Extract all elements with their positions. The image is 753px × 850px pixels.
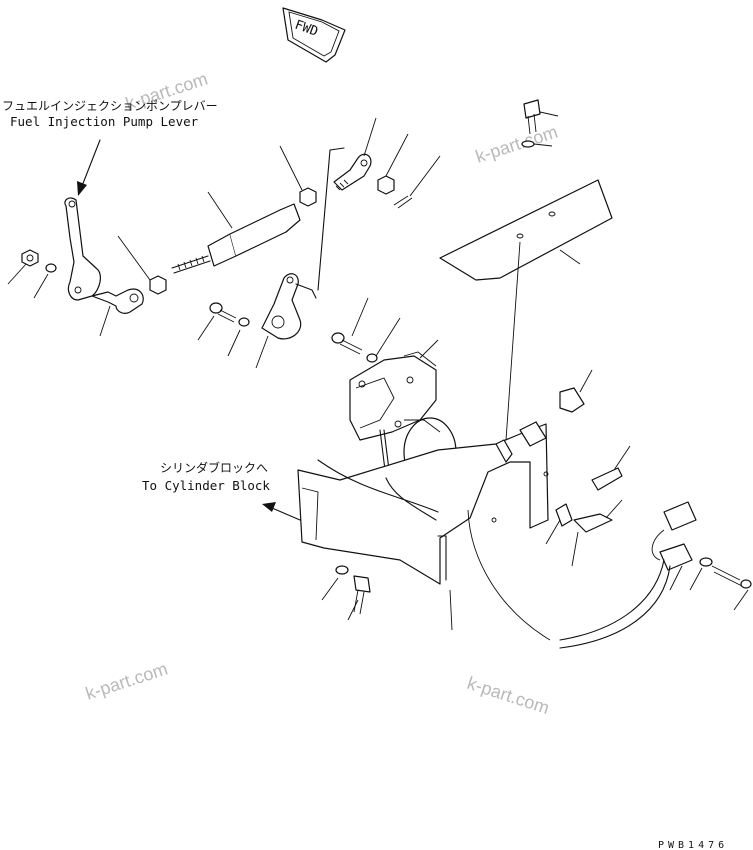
watermark-3: k-part.com (83, 659, 170, 704)
connectors (659, 501, 752, 611)
cylinder-block-label-en: To Cylinder Block (142, 478, 270, 493)
main-bracket (297, 421, 549, 585)
upper-rod-end (333, 117, 441, 209)
pump-lever-label-en: Fuel Injection Pump Lever (10, 114, 199, 129)
watermark-2: k-part.com (473, 122, 560, 167)
fwd-badge: FWD (282, 7, 346, 63)
clips (545, 445, 631, 567)
top-bolt (521, 99, 559, 148)
pump-lever-label-jp: フュエルインジェクションポンプレバー (2, 99, 218, 113)
connector-line (317, 149, 331, 291)
pump-lever-arrow (77, 139, 101, 196)
cylinder-block-arrow (262, 502, 301, 521)
watermark-4: k-part.com (465, 673, 552, 718)
control-cable (171, 191, 301, 274)
mid-bolt (197, 302, 250, 357)
bottom-bolt (321, 565, 453, 631)
drawing-code: PWB1476 (658, 840, 728, 850)
cable-nut (279, 145, 317, 207)
cylinder-block-label-jp: シリンダブロックへ (160, 460, 268, 475)
bell-crank (255, 273, 317, 369)
left-nut-washer (7, 249, 57, 299)
cover-plate (439, 179, 613, 441)
wire-harness (317, 459, 671, 649)
spacer (559, 369, 593, 413)
rod-nut (117, 235, 167, 295)
pump-lever (64, 197, 101, 301)
motor-bolt (331, 297, 401, 363)
connector-line-top (329, 147, 345, 151)
ball-joint-left (91, 288, 144, 337)
